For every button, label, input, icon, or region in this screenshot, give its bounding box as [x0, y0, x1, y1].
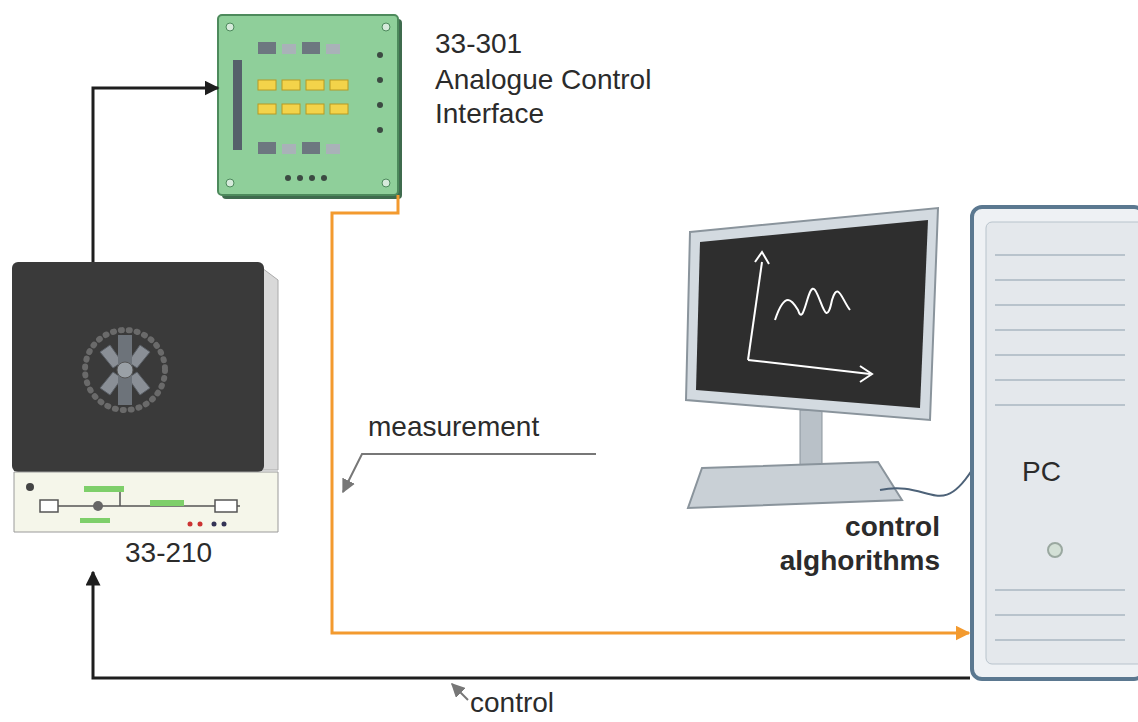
pc-tower: PC	[970, 205, 1138, 680]
leader-line	[452, 684, 468, 700]
measurement-line	[332, 195, 969, 633]
pc-tower	[972, 207, 1138, 679]
interface-board	[218, 15, 402, 199]
edge-label: measurement	[368, 410, 539, 444]
leader-line	[343, 454, 596, 492]
control-line	[93, 572, 970, 678]
interface-board: 33-301Analogue Control Interface	[218, 15, 699, 195]
device-label: 33-210	[125, 536, 265, 570]
edge-label: control	[470, 686, 554, 720]
plant-unit: 33-210	[12, 262, 280, 572]
device-name: Analogue Control Interface	[435, 63, 685, 131]
plant-unit	[12, 262, 278, 532]
monitor	[686, 208, 972, 508]
signal-line	[93, 88, 218, 262]
device-label: 33-301	[435, 27, 695, 61]
device-label: PC	[1022, 455, 1102, 489]
software-label: control alghorithms	[765, 510, 940, 578]
